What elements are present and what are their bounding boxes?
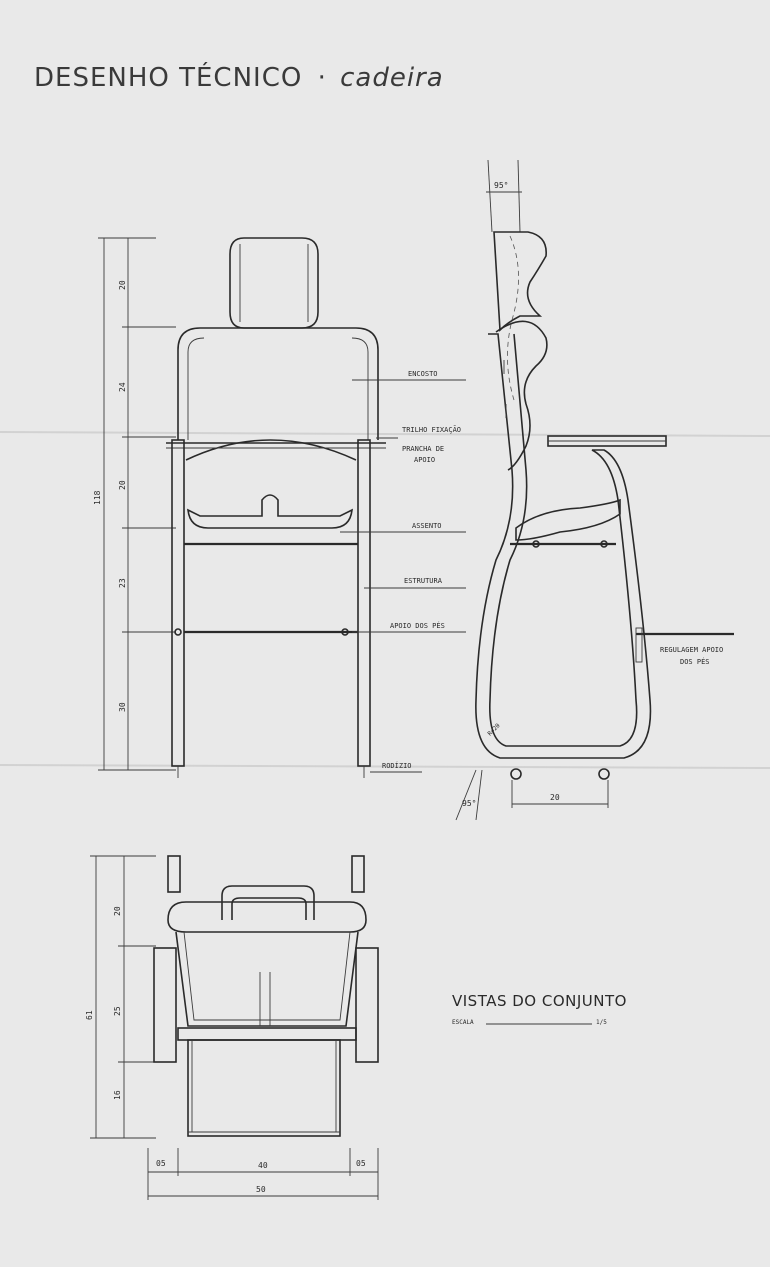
backrest-curve bbox=[185, 439, 357, 461]
bolt bbox=[532, 540, 540, 548]
top-headrest bbox=[221, 885, 315, 920]
backrest-edge bbox=[187, 337, 205, 440]
label-assento: ASSENTO bbox=[412, 522, 442, 530]
side-headrest bbox=[493, 231, 547, 332]
dim-h-total: 50 bbox=[256, 1185, 266, 1194]
label-rodizio: RODÍZIO bbox=[382, 761, 412, 770]
title-separator: · bbox=[318, 63, 327, 93]
bolt bbox=[600, 540, 608, 548]
dim-line bbox=[455, 769, 477, 821]
dim-h-seg-3: 05 bbox=[356, 1159, 366, 1168]
label-trilho: TRILHO FIXAÇÃO bbox=[402, 425, 461, 434]
leg-right bbox=[357, 439, 371, 767]
caster-front bbox=[510, 768, 522, 780]
dim-seg-5: 30 bbox=[118, 702, 127, 712]
bolt bbox=[341, 628, 349, 636]
legend-scale-value: 1/5 bbox=[596, 1019, 607, 1026]
leg-left bbox=[171, 439, 185, 767]
side-seat bbox=[515, 498, 621, 541]
bolt bbox=[174, 628, 182, 636]
dim-seg-2: 24 bbox=[118, 382, 127, 392]
caster-back bbox=[598, 768, 610, 780]
label-prancha-1: PRANCHA DE bbox=[402, 445, 444, 453]
legend: VISTAS DO CONJUNTO ESCALA 1/5 bbox=[452, 992, 627, 1026]
dim-top-total: 61 bbox=[85, 1010, 94, 1020]
dim-top-seg-1: 20 bbox=[113, 906, 122, 916]
title-sub: cadeira bbox=[340, 63, 444, 93]
dim-seg-1: 20 bbox=[118, 280, 127, 290]
dim-line bbox=[475, 769, 483, 821]
headrest bbox=[229, 237, 319, 329]
dim-h-seg-1: 05 bbox=[156, 1159, 166, 1168]
drawing-title: DESENHO TÉCNICO · cadeira bbox=[34, 61, 444, 93]
dim-line bbox=[487, 159, 493, 233]
dim-bottom-angle: 95° bbox=[462, 799, 476, 808]
label-regulagem-2: DOS PÉS bbox=[680, 657, 710, 666]
front-view: 118 20 24 20 23 30 ENCOSTO TRILHO FIXAÇÃ bbox=[93, 237, 466, 778]
footrest-slider bbox=[635, 627, 643, 663]
top-front-bar bbox=[177, 1027, 357, 1041]
label-apoio-pes: APOIO DOS PÉS bbox=[390, 621, 445, 630]
label-regulagem-1: REGULAGEM APOIO bbox=[660, 646, 723, 654]
legend-scale-label: ESCALA bbox=[452, 1019, 474, 1026]
dim-base: 20 bbox=[550, 793, 560, 802]
headrest-edge bbox=[239, 244, 309, 322]
top-post-right bbox=[351, 855, 365, 893]
dim-seg-3: 20 bbox=[118, 480, 127, 490]
dim-top-seg-3: 16 bbox=[113, 1090, 122, 1100]
side-frame bbox=[475, 333, 652, 759]
seat bbox=[187, 494, 353, 529]
label-estrutura: ESTRUTURA bbox=[404, 577, 443, 585]
top-seat-inner bbox=[183, 931, 351, 1021]
backrest-edge bbox=[351, 337, 369, 440]
dim-total: 118 bbox=[93, 490, 102, 505]
top-post-left bbox=[167, 855, 181, 893]
dim-top-angle: 95° bbox=[494, 181, 508, 190]
top-view: 61 20 25 16 05 40 05 50 bbox=[85, 855, 379, 1200]
title-main: DESENHO TÉCNICO bbox=[34, 61, 302, 93]
top-footrest bbox=[187, 1039, 341, 1137]
dim-seg-4: 23 bbox=[118, 578, 127, 588]
top-backrest bbox=[167, 901, 367, 933]
top-side-left bbox=[153, 947, 177, 1063]
side-centerline bbox=[507, 235, 519, 401]
legend-title: VISTAS DO CONJUNTO bbox=[452, 992, 627, 1010]
top-seat bbox=[175, 931, 359, 1027]
dim-h-seg-2: 40 bbox=[258, 1161, 268, 1170]
dim-top-seg-2: 25 bbox=[113, 1006, 122, 1016]
top-side-right bbox=[355, 947, 379, 1063]
side-view: 95° REGULAGEM APOIO DOS PÉS R=20 20 bbox=[455, 159, 734, 821]
dim-line bbox=[517, 159, 521, 233]
label-encosto: ENCOSTO bbox=[408, 370, 438, 378]
label-prancha-2: APOIO bbox=[414, 456, 435, 464]
backrest bbox=[177, 327, 379, 440]
